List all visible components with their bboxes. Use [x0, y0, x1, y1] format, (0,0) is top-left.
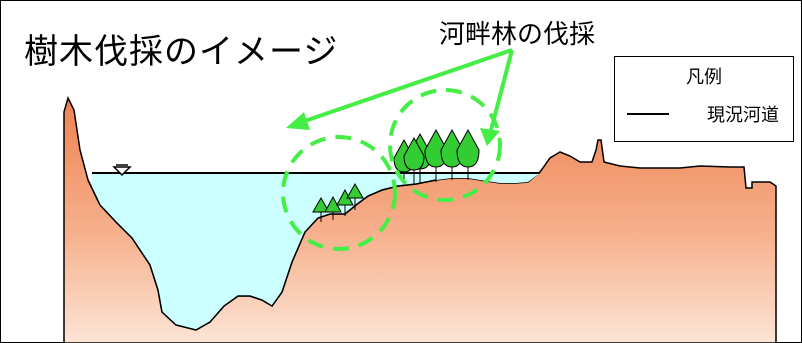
- legend-line-swatch: [627, 113, 669, 115]
- large-tree-cluster: [393, 128, 480, 186]
- annotation-label: 河畔林の伐採: [439, 20, 596, 50]
- river-water: [92, 173, 540, 330]
- small-tree-cluster: [312, 182, 364, 222]
- annotation-arrows: [286, 48, 514, 146]
- legend-label: 現況河道: [707, 105, 779, 126]
- diagram-title: 樹木伐採のイメージ: [24, 32, 339, 72]
- legend-title: 凡例: [686, 67, 722, 88]
- legend-box: 凡例 現況河道: [614, 56, 794, 142]
- water-level-marker-icon: [112, 164, 132, 177]
- dashed-circle-left: [281, 135, 397, 251]
- dashed-circle-right: [388, 88, 502, 202]
- channel-bed-outline: [87, 179, 437, 331]
